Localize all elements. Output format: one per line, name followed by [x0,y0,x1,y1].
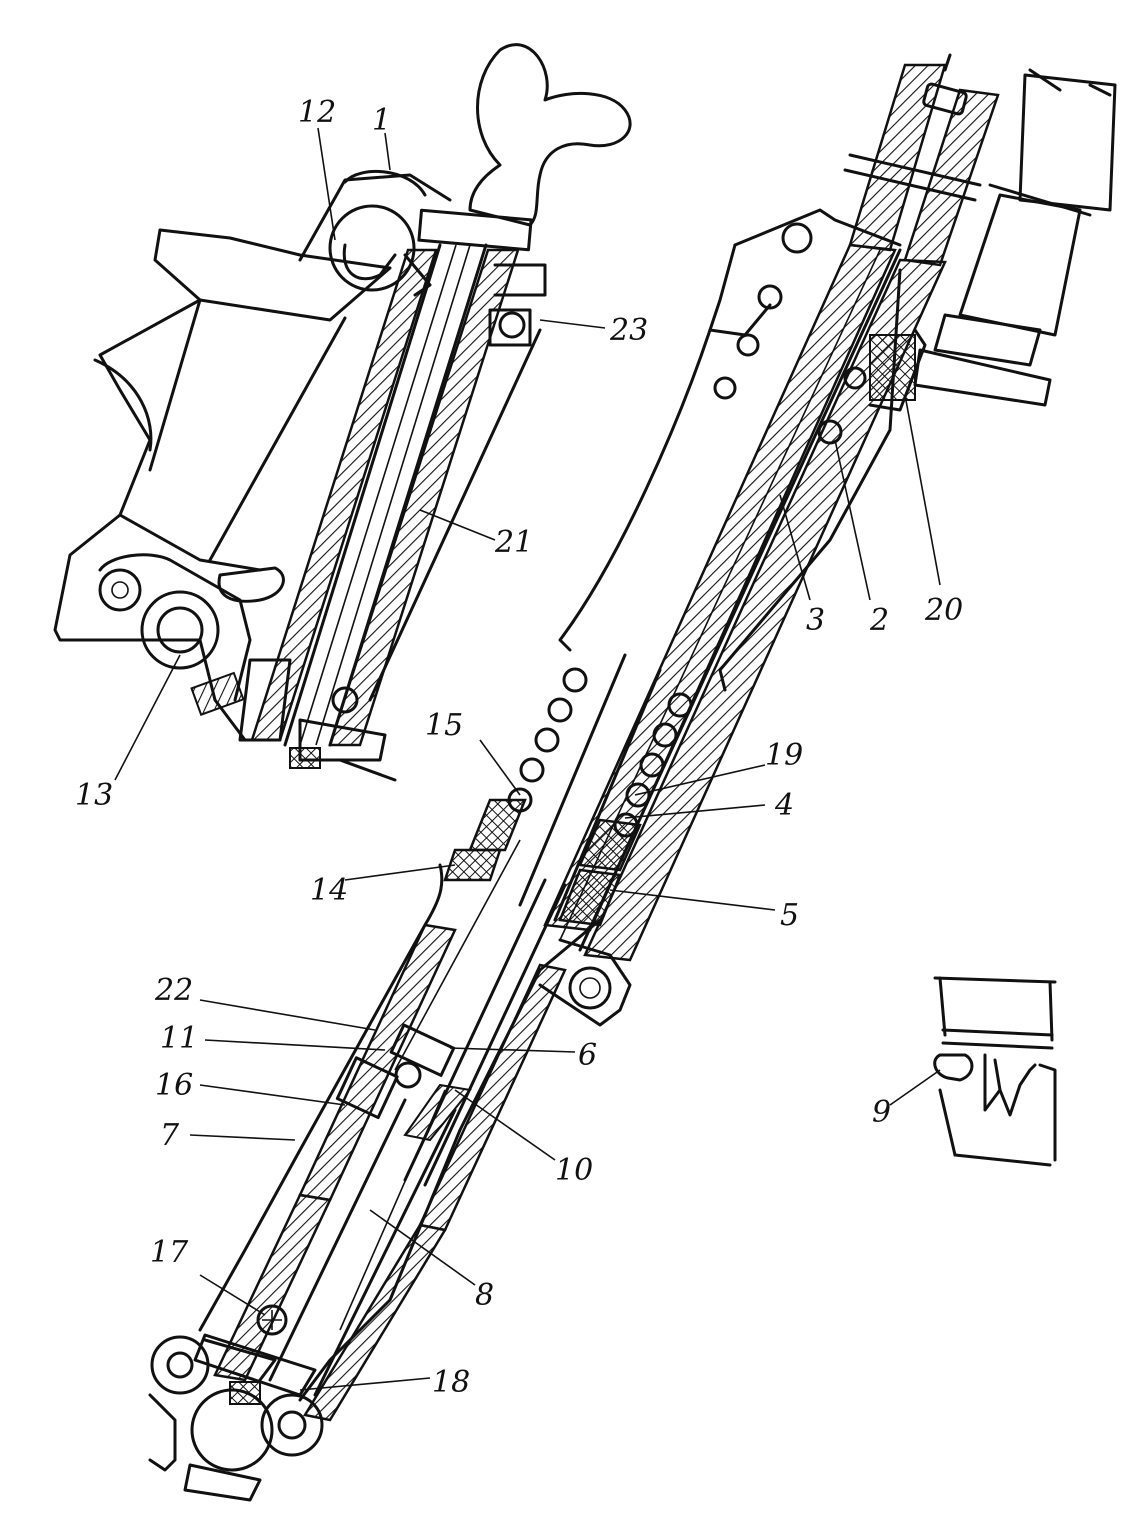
label-14: 14 [310,873,348,908]
label-3: 3 [806,603,825,638]
main-strut [148,53,1117,1502]
label-15: 15 [425,708,463,743]
label-13: 13 [75,778,113,813]
label-9: 9 [872,1095,891,1130]
label-17: 17 [150,1235,189,1270]
label-11: 11 [160,1021,198,1056]
upper-left-housing [53,43,632,742]
label-1: 1 [372,103,391,138]
label-7: 7 [160,1118,180,1153]
leader-lines [114,127,941,1391]
part-labels: 1 12 23 21 13 3 2 20 15 19 4 14 5 22 11 … [75,95,963,1400]
label-16: 16 [155,1068,193,1103]
label-2: 2 [869,603,889,638]
label-10: 10 [555,1153,593,1188]
label-5: 5 [780,898,799,933]
label-12: 12 [298,95,336,130]
label-23: 23 [609,313,648,348]
label-6: 6 [578,1038,597,1073]
label-4: 4 [774,788,794,823]
label-8: 8 [475,1278,494,1313]
label-21: 21 [494,525,533,560]
label-19: 19 [765,738,803,773]
detail-9-inset [933,976,1057,1167]
upper-left-tube [238,208,547,782]
label-18: 18 [432,1365,470,1400]
label-22: 22 [154,973,193,1008]
label-20: 20 [924,593,963,628]
